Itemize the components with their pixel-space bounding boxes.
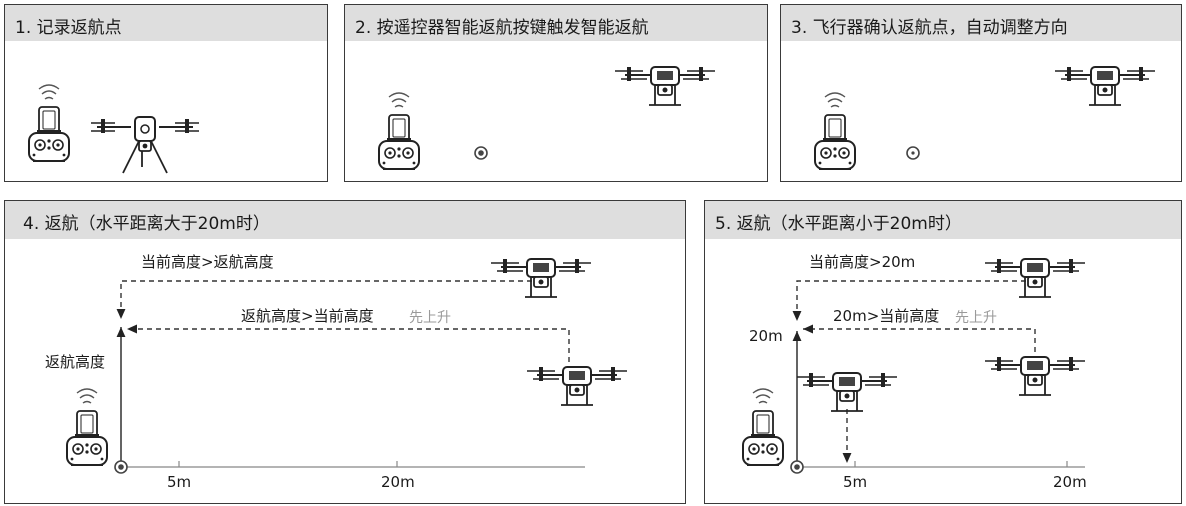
drone-icon: [526, 366, 628, 406]
drone-icon: [796, 372, 898, 412]
remote-controller-icon: [66, 388, 108, 466]
panel-2-header: 2. 按遥控器智能返航按键触发智能返航: [345, 5, 767, 41]
p5-tick-5m: 5m: [843, 473, 868, 491]
panel-5-illustration: [742, 258, 1086, 474]
p4-label-mid-note: 先上升: [409, 310, 451, 326]
p5-label-mid-note: 先上升: [955, 310, 997, 326]
remote-controller-icon: [378, 92, 420, 170]
drone-icon: [984, 356, 1086, 396]
home-point-icon: [790, 460, 804, 474]
panel-3-illustration: [814, 66, 1156, 170]
panel-4-illustration: [66, 258, 628, 474]
panel-1: 1. 记录返航点: [4, 4, 328, 182]
panel-4-title: 4. 返航（水平距离大于20m时）: [23, 214, 270, 234]
p4-tick-5m: 5m: [167, 473, 192, 491]
panel-2-title: 2. 按遥控器智能返航按键触发智能返航: [355, 18, 649, 38]
p5-label-mid: 20m>当前高度: [833, 307, 940, 325]
home-point-icon: [474, 146, 488, 160]
home-point-icon: [114, 460, 128, 474]
drone-icon: [490, 258, 592, 298]
panel-1-title: 1. 记录返航点: [15, 18, 122, 38]
p4-label-top: 当前高度>返航高度: [141, 253, 274, 271]
panel-5-title: 5. 返航（水平距离小于20m时）: [715, 214, 962, 234]
p4-tick-20m: 20m: [381, 473, 415, 491]
panel-3-header: 3. 飞行器确认返航点，自动调整方向: [781, 5, 1181, 41]
remote-controller-icon: [28, 84, 70, 162]
drone-icon: [984, 258, 1086, 298]
drone-icon: [90, 116, 200, 174]
drone-icon: [1054, 66, 1156, 106]
remote-controller-icon: [814, 92, 856, 170]
panel-5-header: 5. 返航（水平距离小于20m时）: [705, 201, 1181, 239]
drone-icon: [614, 66, 716, 106]
panel-1-header: 1. 记录返航点: [5, 5, 327, 41]
panel-4: 4. 返航（水平距离大于20m时） 当前高度>返航高度 返航高度>当前高度 先上…: [4, 200, 686, 504]
panel-3-title: 3. 飞行器确认返航点，自动调整方向: [791, 18, 1068, 38]
panel-4-header: 4. 返航（水平距离大于20m时）: [5, 201, 685, 239]
p4-label-axis: 返航高度: [45, 353, 106, 371]
p4-label-mid: 返航高度>当前高度: [241, 307, 374, 325]
p5-label-top: 当前高度>20m: [809, 253, 916, 271]
p5-label-axis: 20m: [749, 327, 783, 345]
panel-3: 3. 飞行器确认返航点，自动调整方向: [780, 4, 1182, 182]
panel-2-illustration: [378, 66, 716, 170]
remote-controller-icon: [742, 388, 784, 466]
panel-1-illustration: [28, 84, 200, 174]
p5-tick-20m: 20m: [1053, 473, 1087, 491]
panel-5: 5. 返航（水平距离小于20m时） 当前高度>20m 20m>当前高度 先上升 …: [704, 200, 1182, 504]
panel-2: 2. 按遥控器智能返航按键触发智能返航: [344, 4, 768, 182]
